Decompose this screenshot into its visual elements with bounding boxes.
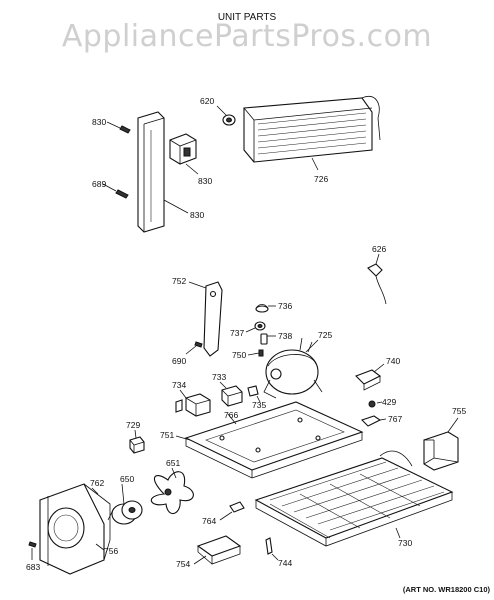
callout-429: 429 (382, 397, 396, 407)
callout-626: 626 (372, 244, 386, 254)
clip-736 (255, 304, 269, 313)
callout-689: 689 (92, 179, 106, 189)
overload-740 (355, 369, 382, 391)
callout-729: 729 (126, 420, 140, 430)
callout-830-screw: 830 (92, 117, 106, 127)
grommet-737 (254, 321, 266, 331)
bracket-755 (423, 431, 459, 471)
condenser-coil-730 (254, 450, 454, 547)
relay-block (169, 133, 197, 165)
callout-830-relay: 830 (198, 176, 212, 186)
callout-730: 730 (398, 538, 412, 548)
screw-830 (119, 125, 131, 134)
callout-726: 726 (314, 174, 328, 184)
screw-689 (115, 189, 129, 199)
grommet-620 (222, 114, 236, 126)
callout-755: 755 (452, 406, 466, 416)
callout-751: 751 (160, 430, 174, 440)
callout-738: 738 (278, 331, 292, 341)
fan-motor (107, 500, 143, 525)
callout-756: 756 (104, 546, 118, 556)
callout-766: 766 (224, 410, 238, 420)
art-number: (ART NO. WR18200 C10) (403, 585, 491, 594)
bracket-754 (196, 535, 242, 565)
compressor-strap (203, 281, 223, 357)
screw-429 (368, 400, 376, 408)
callout-830-bracket: 830 (190, 210, 204, 220)
callout-620: 620 (200, 96, 214, 106)
diagram-title: UNIT PARTS (218, 12, 277, 23)
callout-725: 725 (318, 330, 332, 340)
callout-752: 752 (172, 276, 186, 286)
callout-736: 736 (278, 301, 292, 311)
base-plate (184, 401, 364, 479)
callout-750: 750 (232, 350, 246, 360)
clip-764 (229, 501, 245, 513)
clip-735 (247, 385, 259, 397)
bolt-750 (258, 349, 264, 357)
callout-737: 737 (230, 328, 244, 338)
clip-767 (360, 415, 382, 427)
capacitor-734 (175, 393, 211, 417)
terminal-729 (129, 436, 145, 454)
watermark: AppliancePartsPros.com (62, 19, 432, 54)
relay-733 (221, 385, 243, 407)
callout-labels: 620 726 830 830 830 689 626 752 736 737 … (26, 96, 466, 572)
capillary-626 (367, 263, 387, 305)
callout-744: 744 (278, 558, 292, 568)
compressor (263, 337, 323, 399)
drain-744 (265, 537, 273, 555)
screw-683 (28, 541, 37, 548)
fan-blade (150, 471, 194, 515)
callout-690: 690 (172, 356, 186, 366)
callout-735: 735 (252, 400, 266, 410)
condenser-bracket (137, 111, 165, 233)
callout-754: 754 (176, 559, 190, 569)
callout-734: 734 (172, 380, 186, 390)
sleeve-738 (260, 333, 268, 345)
callout-764: 764 (202, 516, 216, 526)
callout-767: 767 (388, 414, 402, 424)
callout-740: 740 (386, 356, 400, 366)
fan-shroud (39, 483, 111, 575)
callout-683: 683 (26, 562, 40, 572)
callout-651: 651 (166, 458, 180, 468)
callout-650: 650 (120, 474, 134, 484)
condenser-coil (243, 96, 381, 163)
callout-733: 733 (212, 372, 226, 382)
screw-690 (194, 341, 203, 348)
callout-762: 762 (90, 478, 104, 488)
